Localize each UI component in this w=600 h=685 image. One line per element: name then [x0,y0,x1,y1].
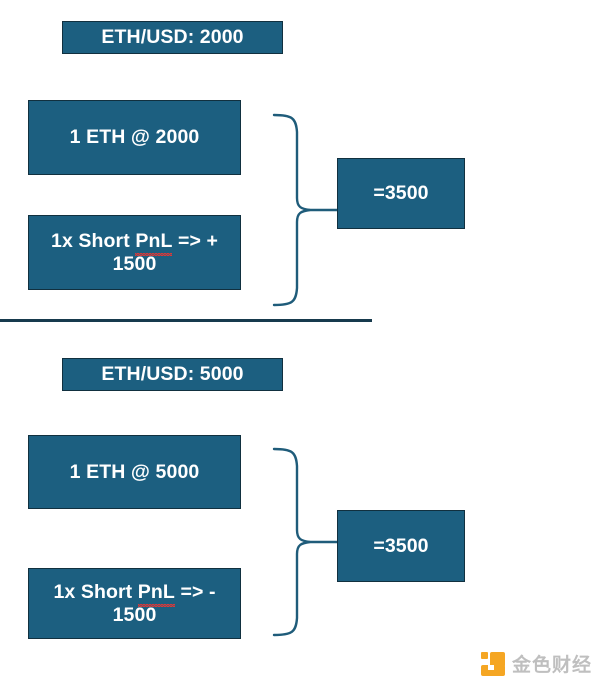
scenario-2-result-box: =3500 [337,510,465,582]
scenario-1-price-header: ETH/USD: 2000 [62,21,283,54]
scenario-2-short-pnl-box: 1x Short PnL => - 1500 [28,568,241,639]
watermark: 金色财经 [481,650,592,677]
scenario-2-brace-icon [272,447,341,637]
scenario-2-price-header: ETH/USD: 5000 [62,358,283,391]
logo-base-bar [481,664,505,676]
logo-notch [488,664,494,670]
scenario-1-result-box: =3500 [337,158,465,229]
logo-square-large [490,651,505,667]
scenario-1-pnl-prefix: 1x Short [51,229,136,252]
watermark-text: 金色财经 [512,654,593,676]
scenario-1-brace-icon [272,113,341,307]
scenario-2-pnl-text: 1x Short PnL => - 1500 [37,581,232,627]
section-divider [0,319,372,322]
scenario-1-pnl-text: 1x Short PnL => + 1500 [37,230,232,276]
scenario-1-pnl-suffix: => + 1500 [112,229,224,275]
scenario-2-spot-holding-box: 1 ETH @ 5000 [28,435,241,509]
scenario-2-pnl-prefix: 1x Short [53,580,138,603]
scenario-1-pnl-flagged-word: PnL [135,229,173,256]
jinse-logo-icon [481,651,505,676]
scenario-2-pnl-suffix: => - 1500 [112,580,222,626]
scenario-1-spot-holding-box: 1 ETH @ 2000 [28,100,241,175]
logo-square-small [481,651,488,659]
scenario-2-pnl-flagged-word: PnL [137,580,176,607]
scenario-1-short-pnl-box: 1x Short PnL => + 1500 [28,215,241,290]
